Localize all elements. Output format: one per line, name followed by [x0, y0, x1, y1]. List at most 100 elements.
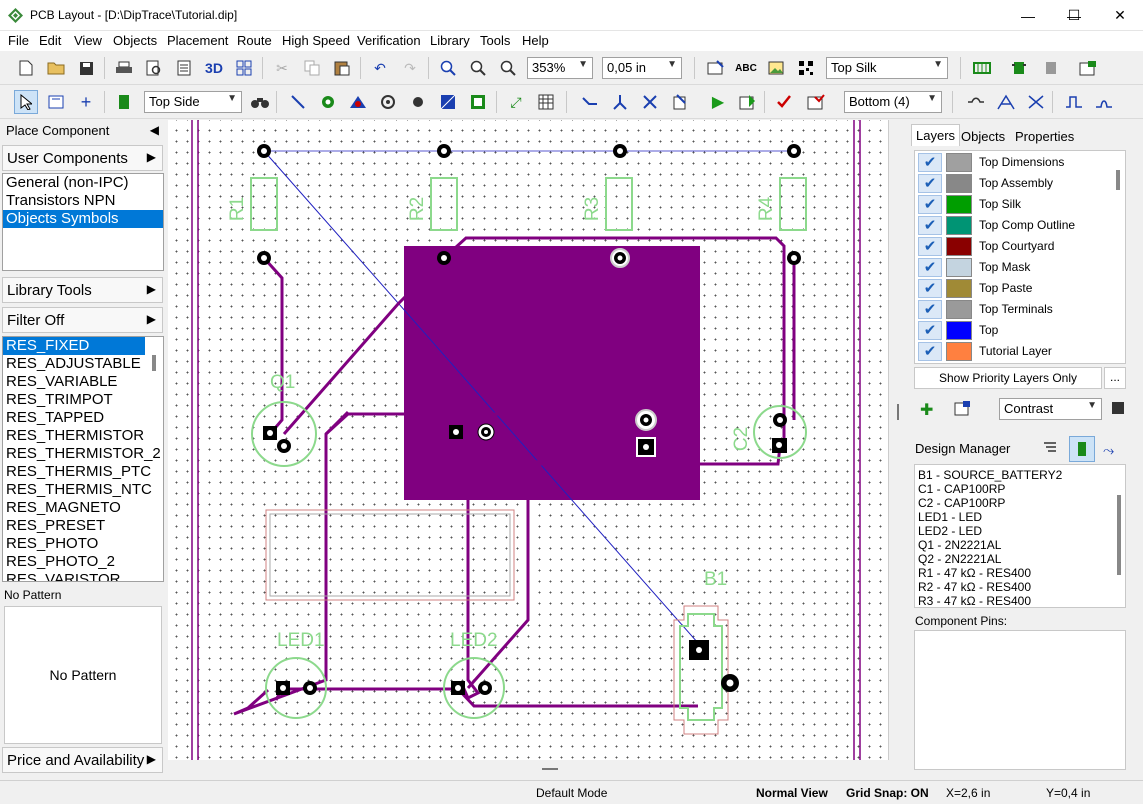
- copper-area-icon[interactable]: [346, 90, 370, 114]
- component-list[interactable]: RES_FIXED RES_ADJUSTABLE RES_VARIABLE RE…: [2, 336, 164, 582]
- zoom-fit-icon[interactable]: [496, 56, 520, 80]
- component-item[interactable]: RES_MAGNETO: [6, 499, 121, 516]
- component-item[interactable]: RES_ADJUSTABLE: [6, 355, 141, 372]
- board-outline-icon[interactable]: [970, 56, 994, 80]
- tab-properties[interactable]: Properties: [1015, 129, 1075, 144]
- layer-visible-checkbox[interactable]: ✔: [918, 216, 942, 235]
- 3d-view-button[interactable]: 3D: [205, 60, 223, 76]
- layer-visible-checkbox[interactable]: ✔: [918, 237, 942, 256]
- signal-wave-icon[interactable]: [1092, 90, 1116, 114]
- menu-verification[interactable]: Verification: [357, 33, 421, 48]
- text-abc-icon[interactable]: ABC: [735, 62, 757, 74]
- minimize-button[interactable]: —: [1021, 7, 1035, 24]
- pad-icon[interactable]: [376, 90, 400, 114]
- design-info-icon[interactable]: [704, 56, 728, 80]
- crosshair-icon[interactable]: +: [80, 91, 92, 112]
- layer-visible-checkbox[interactable]: ✔: [918, 195, 942, 214]
- new-file-icon[interactable]: [14, 56, 38, 80]
- zoom-out-icon[interactable]: [466, 56, 490, 80]
- color-swatch-icon[interactable]: [1112, 402, 1124, 414]
- hole-icon[interactable]: [406, 90, 430, 114]
- layer-row[interactable]: ✔Tutorial Layer: [916, 341, 1110, 362]
- grid-size-combo[interactable]: 0,05 in▼: [602, 57, 682, 79]
- differential-pair-icon[interactable]: [994, 90, 1018, 114]
- print-icon[interactable]: [112, 56, 136, 80]
- place-component-icon[interactable]: [112, 90, 136, 114]
- run-autorouter-icon[interactable]: ▶: [711, 94, 725, 111]
- close-button[interactable]: ✕: [1114, 7, 1126, 23]
- route-setup-icon[interactable]: [668, 90, 692, 114]
- layer-row[interactable]: ✔Top Comp Outline: [916, 215, 1110, 236]
- menu-file[interactable]: File: [8, 33, 29, 48]
- table-icon[interactable]: [534, 90, 558, 114]
- drc-settings-icon[interactable]: [804, 90, 828, 114]
- undo-icon[interactable]: ↶: [374, 59, 386, 76]
- component-list-scrollbar[interactable]: [152, 355, 156, 371]
- minimize-button[interactable]: —: [1067, 7, 1081, 24]
- menu-objects[interactable]: Objects: [113, 33, 158, 48]
- library-list[interactable]: General (non-IPC) Transistors NPN Object…: [2, 173, 164, 271]
- signal-pulse-icon[interactable]: [1062, 90, 1086, 114]
- via-icon[interactable]: [316, 90, 340, 114]
- library-item[interactable]: General (non-IPC): [6, 174, 129, 191]
- unroute-icon[interactable]: [638, 90, 662, 114]
- scroll-icon[interactable]: [44, 90, 68, 114]
- components-view-icon[interactable]: [1069, 436, 1095, 462]
- layer-row[interactable]: ✔Top Dimensions: [916, 152, 1110, 173]
- qr-code-icon[interactable]: [794, 56, 818, 80]
- autoroute-settings-icon[interactable]: [736, 90, 760, 114]
- layer-row[interactable]: ✔Top Assembly: [916, 173, 1110, 194]
- route-trace-icon[interactable]: [286, 90, 310, 114]
- price-availability-button[interactable]: Price and Availability ▶: [2, 747, 163, 773]
- dm-item[interactable]: B1 - SOURCE_BATTERY2: [918, 468, 1063, 482]
- layer-color-swatch[interactable]: [946, 300, 972, 319]
- component-item[interactable]: RES_VARISTOR: [6, 571, 121, 582]
- pcb-canvas[interactable]: R1 R2 R3 R4 Q1 C2 LED1 LED2 B1: [168, 120, 888, 760]
- layer-color-swatch[interactable]: [946, 153, 972, 172]
- select-pointer-icon[interactable]: [14, 90, 38, 114]
- user-components-button[interactable]: User Components ▶: [2, 145, 163, 171]
- route-fanout-icon[interactable]: [608, 90, 632, 114]
- component-item[interactable]: RES_TAPPED: [6, 409, 105, 426]
- image-pour-icon[interactable]: [466, 90, 490, 114]
- menu-placement[interactable]: Placement: [167, 33, 229, 48]
- component-item[interactable]: RES_THERMISTOR_2: [6, 445, 161, 462]
- length-tune-icon[interactable]: [964, 90, 988, 114]
- dm-item[interactable]: C2 - CAP100RP: [918, 496, 1006, 510]
- dm-item[interactable]: LED2 - LED: [918, 524, 983, 538]
- layer-row[interactable]: ✔Top Paste: [916, 278, 1110, 299]
- layer-visible-checkbox[interactable]: ✔: [918, 153, 942, 172]
- component-green-icon[interactable]: [1008, 56, 1032, 80]
- cut-icon[interactable]: ✂: [276, 59, 288, 76]
- component-item[interactable]: RES_PHOTO_2: [6, 553, 115, 570]
- sort-list-icon[interactable]: [1042, 441, 1058, 458]
- dm-item[interactable]: R3 - 47 kΩ - RES400: [918, 594, 1032, 608]
- contrast-combo[interactable]: Contrast▼: [999, 398, 1102, 420]
- layer-row[interactable]: ✔Top Courtyard: [916, 236, 1110, 257]
- library-tools-button[interactable]: Library Tools ▶: [2, 277, 163, 303]
- dm-item[interactable]: LED1 - LED: [918, 510, 983, 524]
- layer-row[interactable]: ✔Top Silk: [916, 194, 1110, 215]
- show-priority-button[interactable]: Show Priority Layers Only: [914, 367, 1102, 389]
- component-item[interactable]: RES_TRIMPOT: [6, 391, 113, 408]
- library-item[interactable]: Transistors NPN: [6, 192, 116, 209]
- layer-color-swatch[interactable]: [946, 195, 972, 214]
- menu-high-speed[interactable]: High Speed: [282, 33, 350, 48]
- paste-icon[interactable]: [330, 56, 354, 80]
- zoom-combo[interactable]: 353%▼: [527, 57, 593, 79]
- print-preview-icon[interactable]: [142, 56, 166, 80]
- component-item-selected[interactable]: RES_FIXED: [3, 337, 145, 355]
- dm-item[interactable]: Q1 - 2N2221AL: [918, 538, 1002, 552]
- layer-color-swatch[interactable]: [946, 258, 972, 277]
- binoculars-icon[interactable]: [248, 90, 272, 114]
- menu-tools[interactable]: Tools: [480, 33, 511, 48]
- tab-layers[interactable]: Layers: [911, 124, 961, 146]
- component-item[interactable]: RES_THERMISTOR: [6, 427, 145, 444]
- status-grid-snap[interactable]: Grid Snap: ON: [846, 786, 929, 800]
- layer-combo[interactable]: Top Silk▼: [826, 57, 948, 79]
- component-item[interactable]: RES_PHOTO: [6, 535, 99, 552]
- open-folder-icon[interactable]: [44, 56, 68, 80]
- horizontal-splitter[interactable]: [168, 760, 908, 778]
- maximize-button[interactable]: ☐: [1067, 7, 1081, 23]
- side-combo[interactable]: Top Side▼: [144, 91, 242, 113]
